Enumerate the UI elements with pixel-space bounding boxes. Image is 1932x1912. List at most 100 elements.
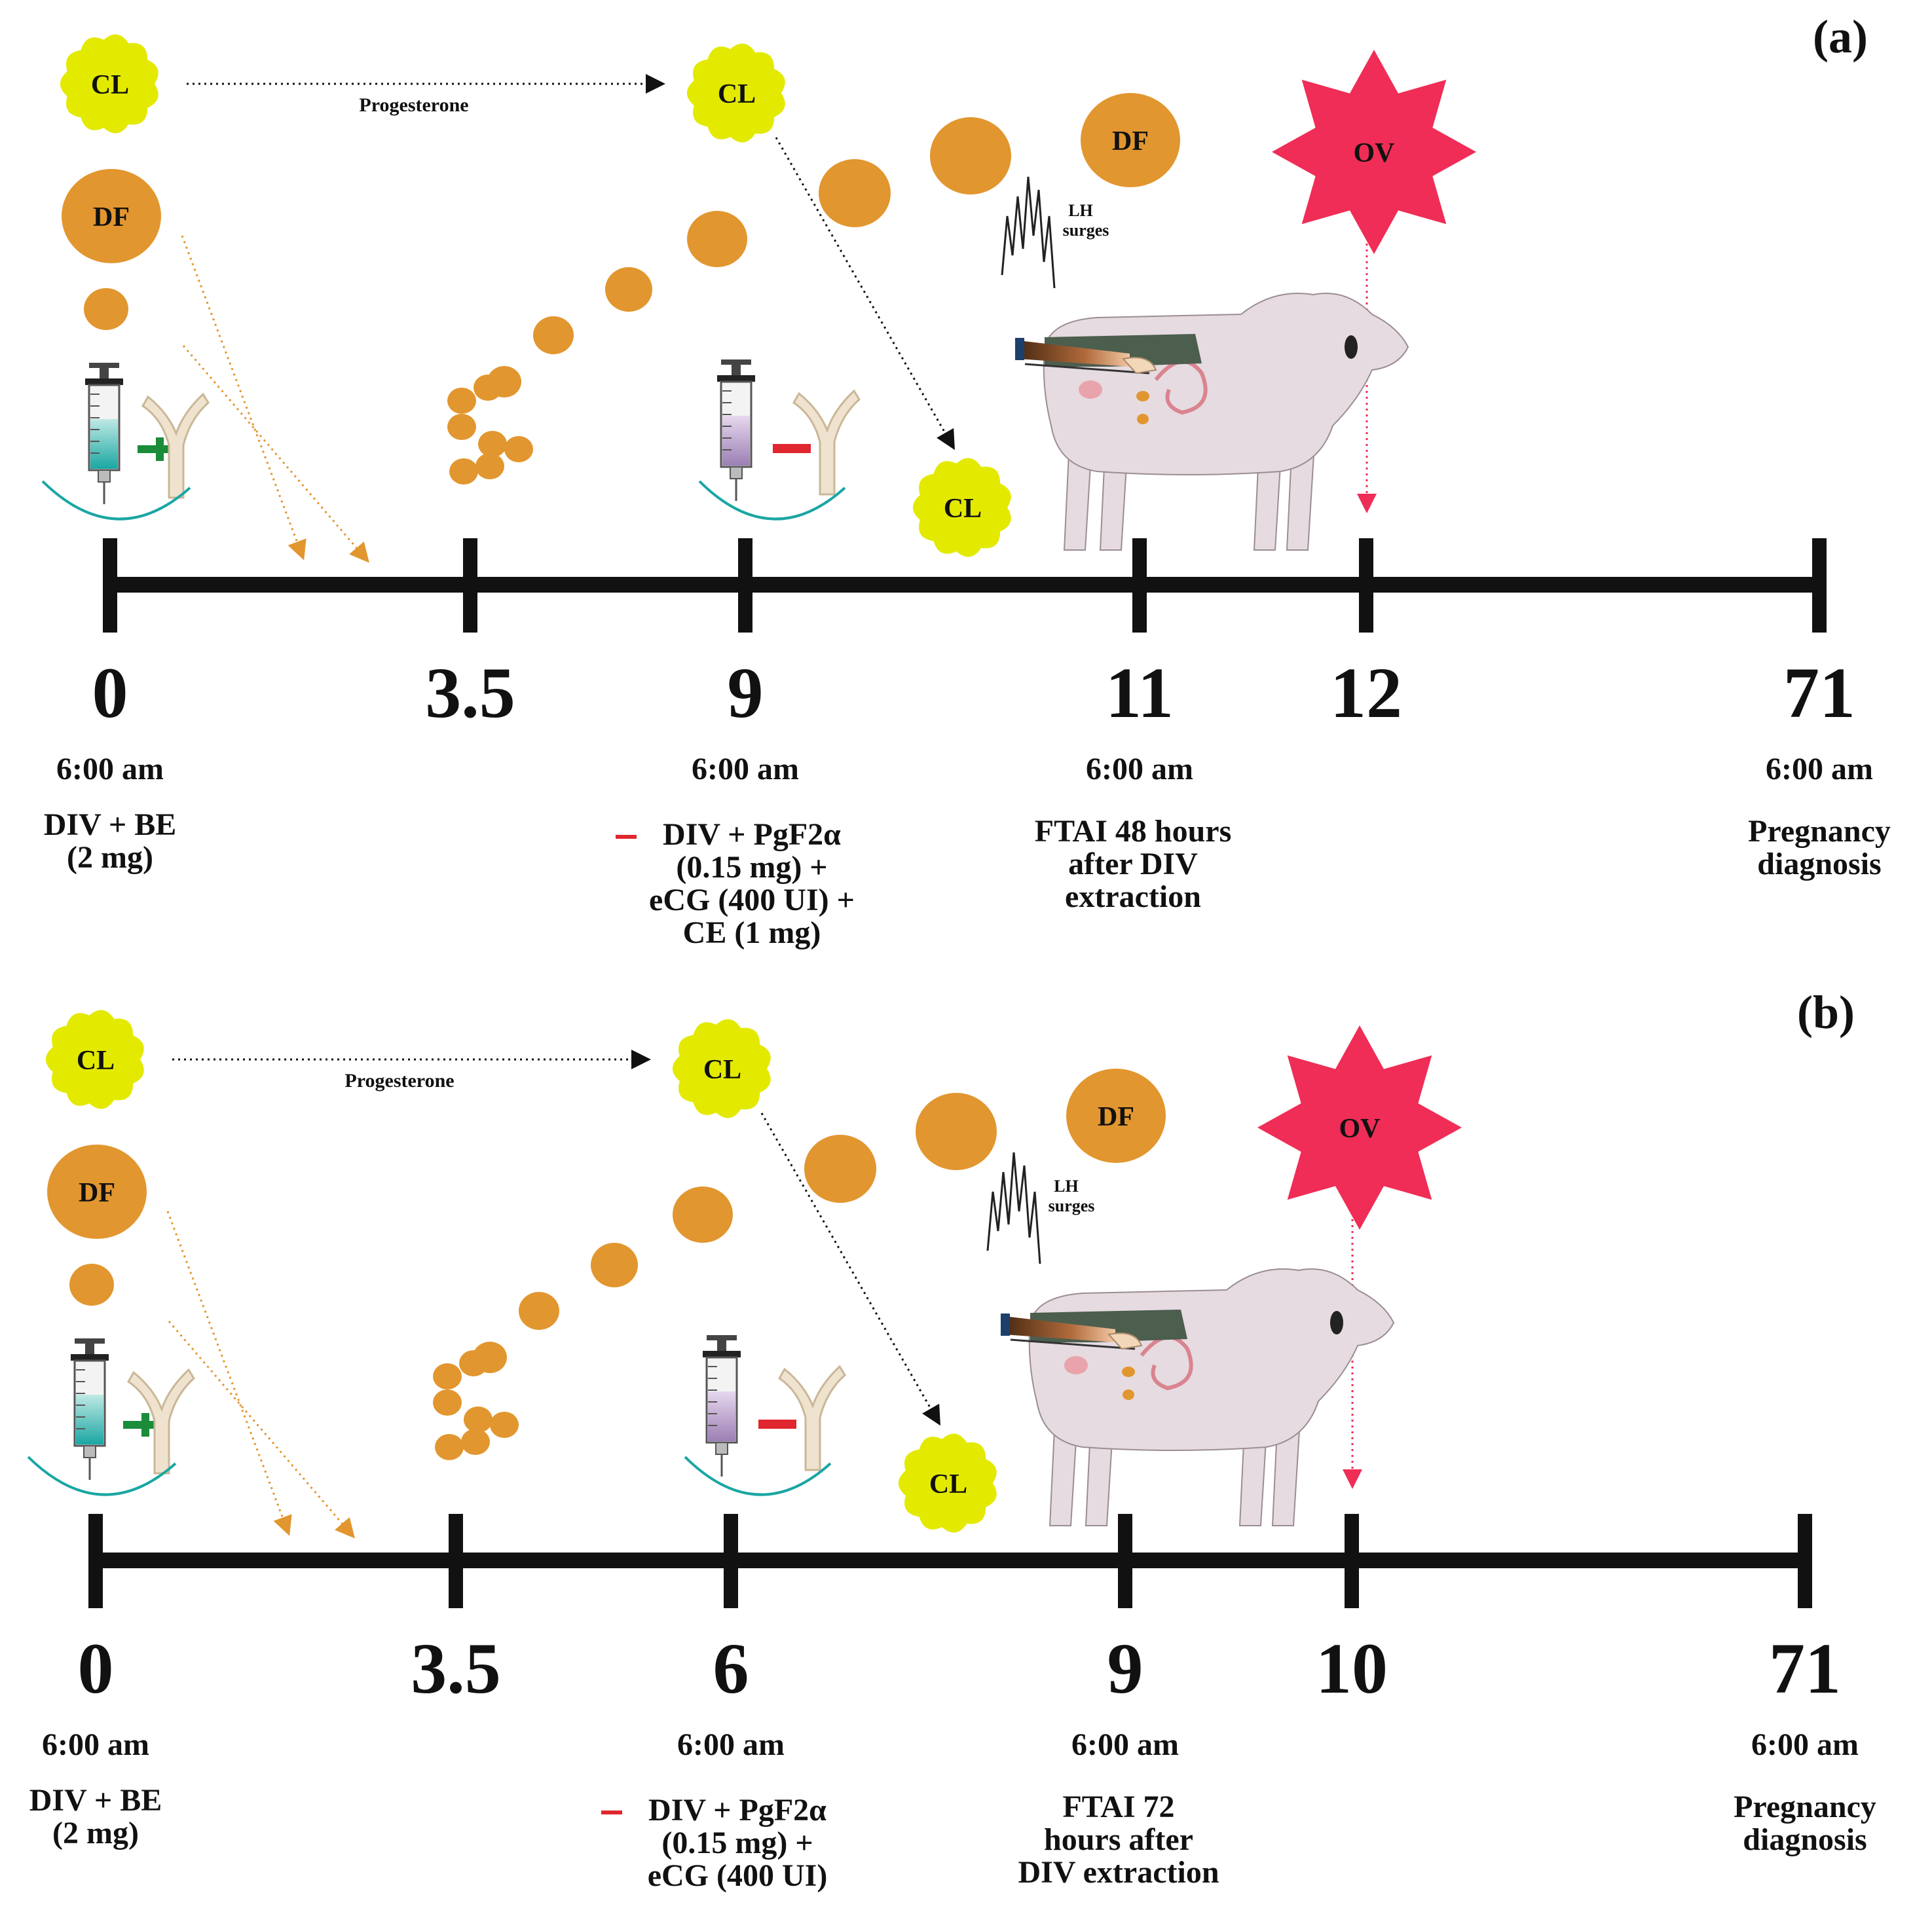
device-removed <box>792 389 861 496</box>
follicle <box>1066 1069 1166 1163</box>
follicle <box>687 211 747 267</box>
follicle <box>591 1243 638 1287</box>
note-ftai: after DIV <box>1068 847 1198 881</box>
syringe-hub <box>715 1442 728 1455</box>
follicle <box>916 1093 997 1170</box>
panel-label: (b) <box>1797 986 1855 1039</box>
ovary <box>1064 1356 1088 1374</box>
follicle-arrow <box>181 235 307 561</box>
time-label: 6:00 am <box>692 752 799 786</box>
follicle <box>605 267 652 312</box>
insemination-gun <box>1018 340 1130 367</box>
syringe-liquid <box>722 416 750 466</box>
syringe-flange <box>85 378 123 385</box>
plunger-cap <box>89 363 119 368</box>
time-label: 6:00 am <box>677 1727 785 1762</box>
note-ftai: FTAI 48 hours <box>1035 814 1232 849</box>
note-day0: DIV + BE <box>29 1783 162 1818</box>
syringe-flange <box>703 1351 741 1357</box>
cl-label: CL <box>91 70 129 100</box>
note-treatment: DIV + PgF2α <box>648 1793 827 1828</box>
cl-label: CL <box>929 1469 967 1499</box>
syringe-liquid <box>76 1395 103 1444</box>
lh-label: surges <box>1049 1196 1095 1215</box>
follicle <box>461 1429 490 1455</box>
device-string <box>27 1456 177 1496</box>
follicle <box>62 169 161 263</box>
cl-label: CL <box>718 79 756 109</box>
plunger-cap <box>707 1335 737 1340</box>
note-treatment: DIV + PgF2α <box>663 817 841 852</box>
device-string <box>41 480 191 521</box>
day-label: 12 <box>1330 653 1402 733</box>
ovary-follicle <box>1136 391 1149 401</box>
df-label: DF <box>93 202 130 232</box>
corpus-luteum-shape <box>912 458 1011 557</box>
follicle <box>447 388 476 414</box>
gun-handle <box>1015 338 1024 360</box>
lh-surge-trace <box>986 1152 1041 1264</box>
syringe-hub <box>83 1445 96 1458</box>
corpus-luteum: CL <box>912 458 1011 557</box>
cl-label: CL <box>77 1046 115 1076</box>
plunger <box>85 1342 94 1354</box>
note-treatment: CE (1 mg) <box>683 915 821 950</box>
corpus-luteum: CL <box>672 1019 771 1118</box>
note-day0: (2 mg) <box>52 1816 139 1850</box>
lh-label: LH <box>1054 1177 1079 1196</box>
lh-label: LH <box>1068 201 1093 220</box>
corpus-luteum: CL <box>45 1010 144 1109</box>
follicle <box>673 1186 733 1243</box>
progesterone-device <box>792 389 861 496</box>
syringe-hub <box>98 469 111 483</box>
panel-label: (a) <box>1813 10 1868 63</box>
syringe-pgf <box>703 1335 741 1477</box>
follicle <box>533 316 574 354</box>
follicle-arrow <box>166 1211 292 1536</box>
time-label: 6:00 am <box>1751 1727 1859 1762</box>
corpus-luteum: CL <box>686 43 785 143</box>
follicle <box>433 1363 462 1389</box>
corpus-luteum-shape <box>672 1019 771 1118</box>
plunger-cap <box>75 1338 105 1344</box>
note-treatment: eCG (400 UI) <box>648 1858 828 1893</box>
note-day0: (2 mg) <box>67 840 153 875</box>
catheter <box>1010 1338 1136 1350</box>
plus-icon <box>138 437 182 461</box>
progesterone-device <box>141 392 210 499</box>
follicle <box>819 159 891 227</box>
corpus-luteum-shape <box>686 43 785 143</box>
device-inserted <box>127 1368 195 1475</box>
progesterone-device <box>778 1365 846 1471</box>
cow-eye <box>1330 1311 1343 1334</box>
note-pregnancy: diagnosis <box>1757 847 1881 881</box>
day-label: 71 <box>1783 653 1855 733</box>
syringe-ecg <box>85 363 123 504</box>
day-label: 0 <box>78 1628 114 1708</box>
follicle <box>519 1292 559 1330</box>
lh-label: surges <box>1063 221 1109 240</box>
follicle <box>449 458 478 485</box>
note-ftai: hours after <box>1044 1822 1193 1857</box>
ov-label: OV <box>1354 138 1395 168</box>
luteolysis-arrow <box>775 137 955 450</box>
corpus-luteum: CL <box>898 1433 997 1533</box>
follicle-arrow <box>182 345 369 563</box>
plus-icon <box>123 1413 168 1437</box>
cl-label: CL <box>703 1055 741 1085</box>
plunger <box>100 367 109 378</box>
time-label: 6:00 am <box>1766 752 1873 786</box>
insemination-gun <box>1004 1316 1115 1342</box>
syringe-pgf <box>717 359 755 501</box>
note-pregnancy: diagnosis <box>1743 1822 1867 1857</box>
day-label: 11 <box>1105 653 1174 733</box>
lh-surge-trace <box>1001 176 1056 289</box>
plunger <box>717 1339 726 1351</box>
syringe-liquid <box>90 419 118 469</box>
time-label: 6:00 am <box>1086 752 1193 786</box>
ovary <box>1079 380 1102 399</box>
corpus-luteum-shape <box>45 1010 144 1109</box>
follicle <box>490 1412 519 1438</box>
device-removed <box>778 1365 846 1471</box>
